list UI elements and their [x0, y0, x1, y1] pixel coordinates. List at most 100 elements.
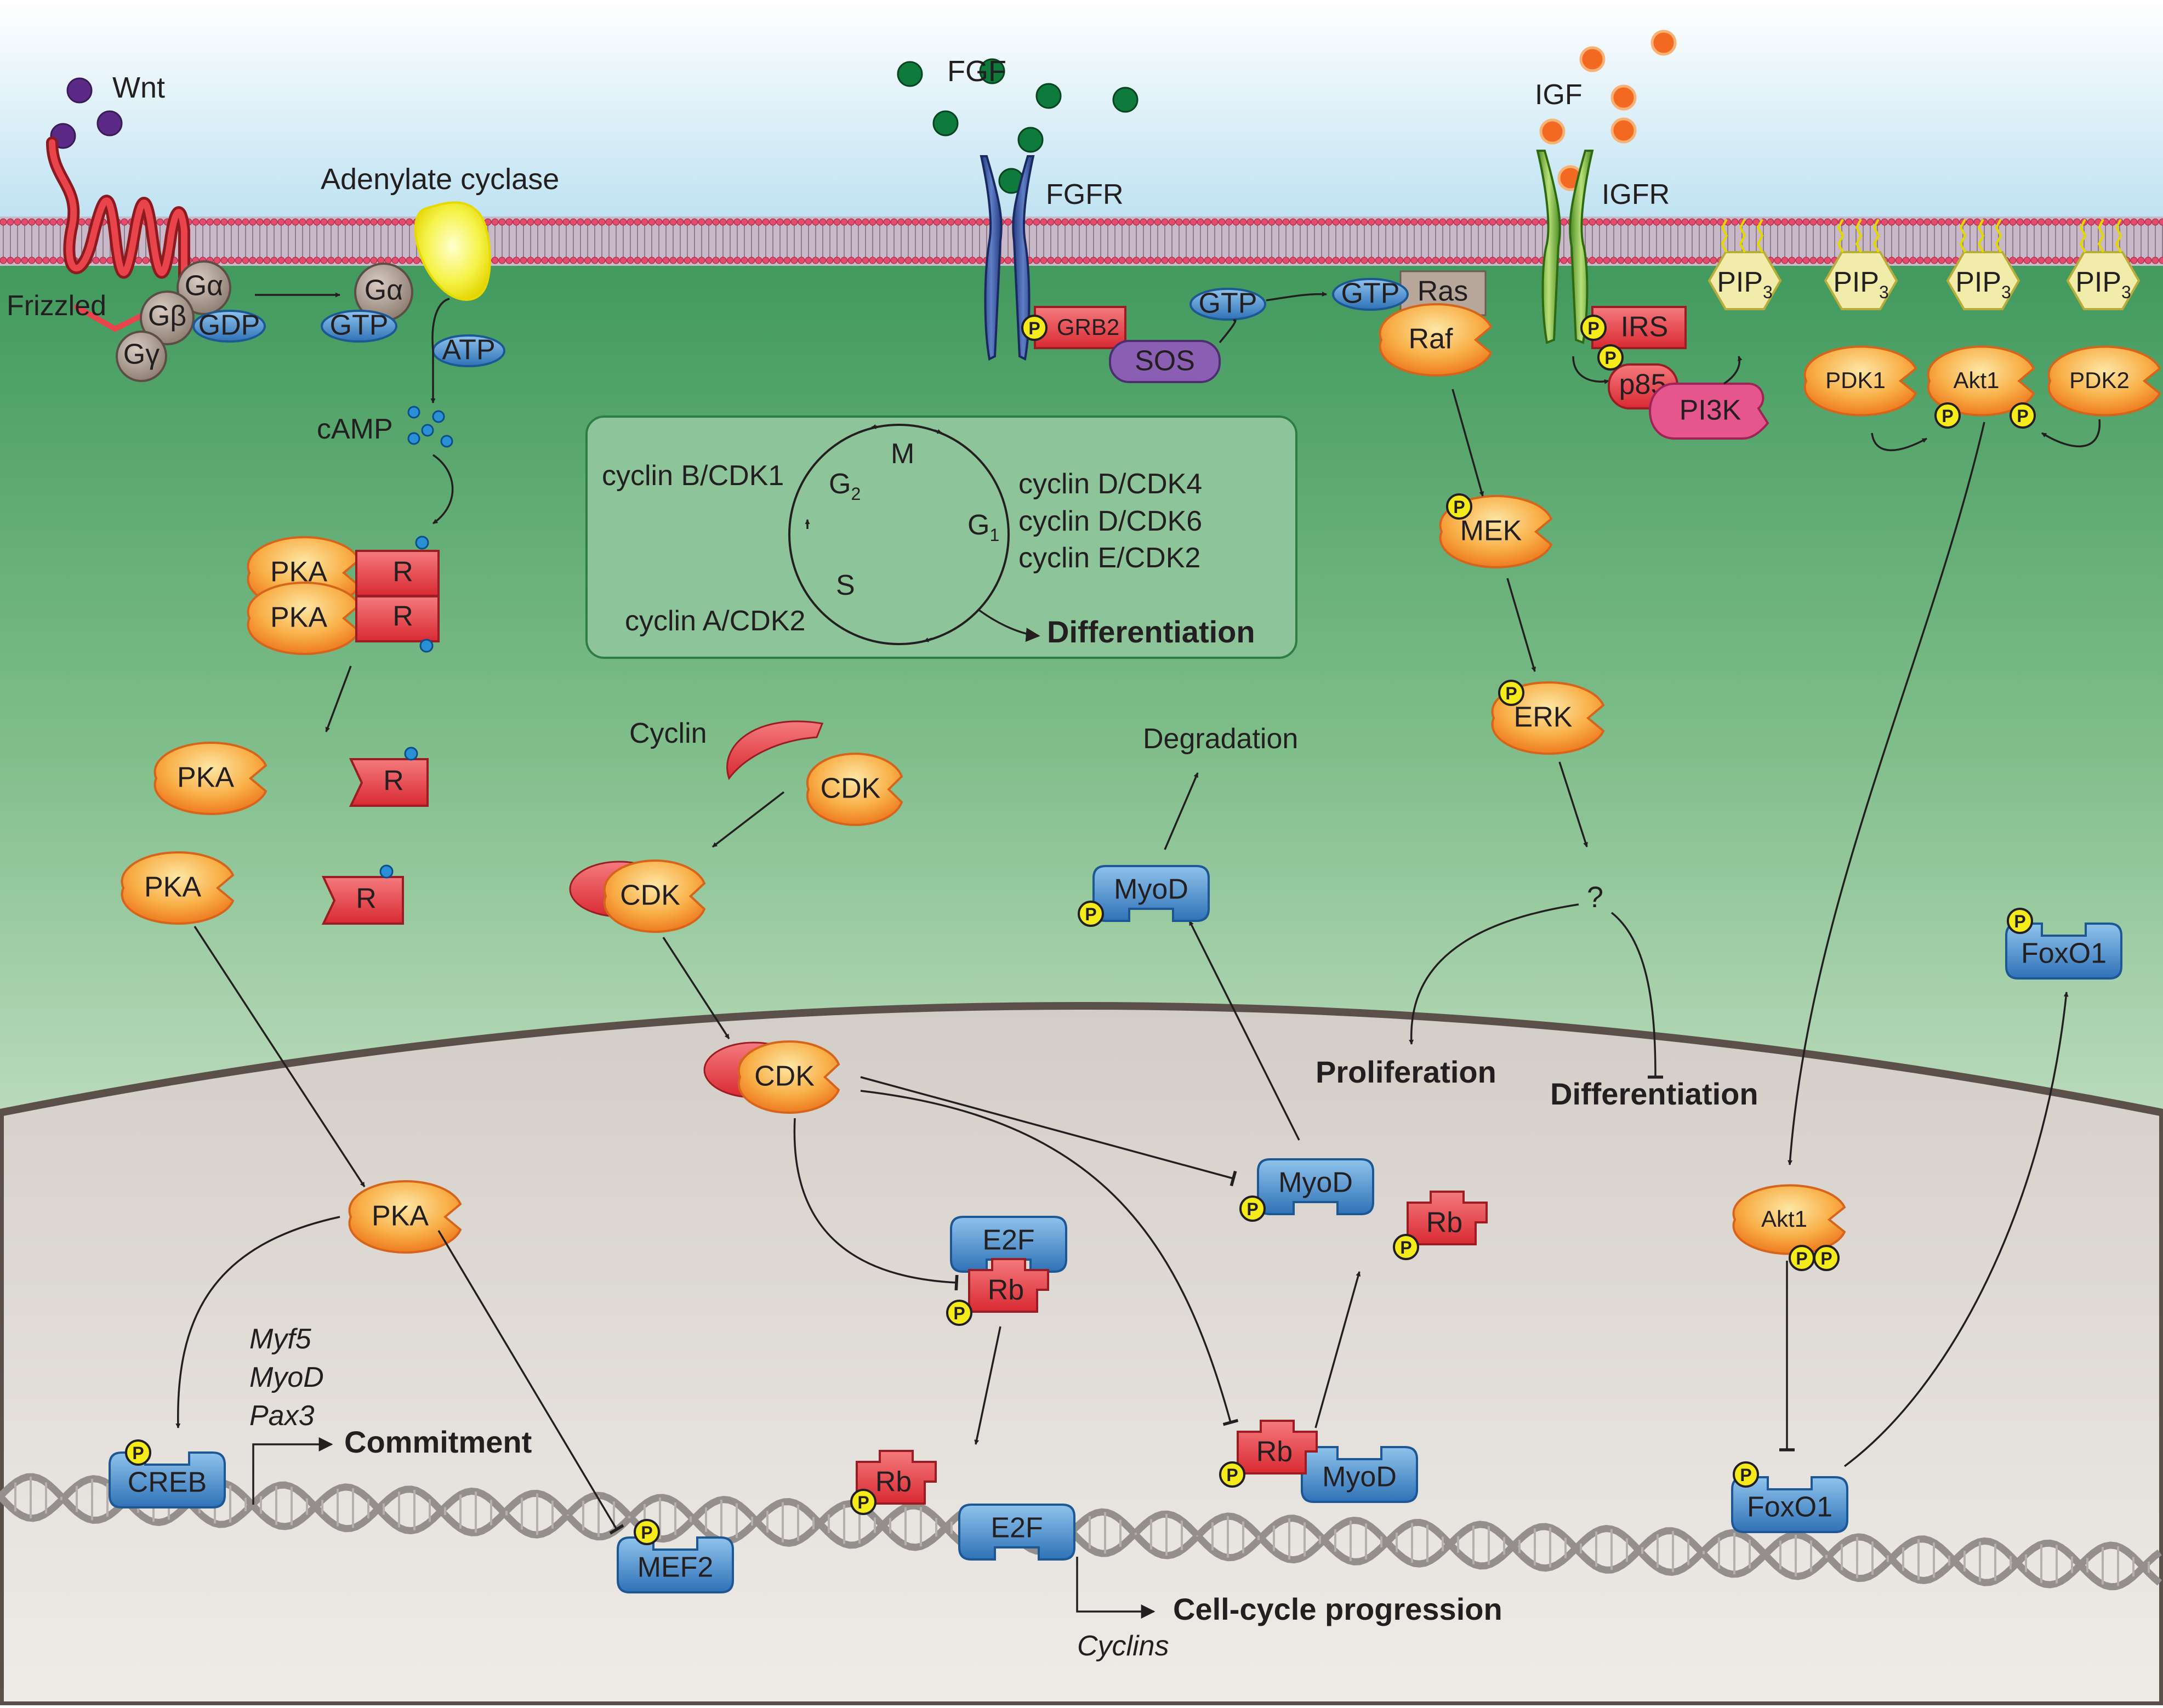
phosphate-marker-2: P [1446, 493, 1472, 520]
pka-kinase-2-label: PKA [270, 602, 327, 634]
phosphate-label: P [2014, 912, 2025, 931]
cyclin-b-cdk1-label: cyclin B/CDK1 [602, 460, 784, 492]
cyclin-label: Cyclin [629, 718, 707, 749]
sos-protein: SOS [1109, 340, 1221, 383]
mef2: MEF2 [617, 1536, 734, 1593]
r-subunit-label-2: R [392, 601, 413, 633]
arrow-camp-to-pka [432, 454, 454, 525]
cell-cycle-box: M G2 G1 S cyclin B/CDK1 cyclin D/CDK4 cy… [585, 415, 1297, 659]
rb-free-upper-label: Rb [1426, 1207, 1462, 1239]
phosphate-marker-13: P [634, 1519, 660, 1545]
creb-label: CREB [128, 1467, 207, 1499]
pka-kinase-nuclear-label: PKA [372, 1200, 429, 1232]
phosphate-marker-18: P [1393, 1234, 1419, 1260]
foxo1-nuclear-label: FoxO1 [1747, 1491, 1832, 1523]
akt1-nuclear-kinase-label: Akt1 [1761, 1206, 1807, 1232]
gene-cyclins-label: Cyclins [1077, 1630, 1169, 1662]
e2f-rb-complex-e2f: E2F [950, 1216, 1067, 1273]
phosphate-marker-4: P [1580, 315, 1607, 341]
extracellular-space [0, 0, 2163, 219]
pka-kinase-free-2-label: PKA [144, 872, 201, 903]
phase-g1-label: G1 [967, 509, 999, 545]
degradation-label: Degradation [1143, 723, 1298, 755]
g-beta-label: Gβ [148, 300, 186, 332]
myod-nuclear: MyoD [1301, 1446, 1418, 1503]
phosphate-label: P [1453, 497, 1465, 517]
phosphate-label: P [1604, 348, 1616, 368]
cyclin-cdk-complex-2-cdk-label: CDK [754, 1061, 815, 1092]
akt1-kinase-label: Akt1 [1953, 367, 1999, 393]
e2f-nuclear: E2F [958, 1504, 1075, 1561]
phosphate-label: P [1246, 1199, 1258, 1219]
e2f-rb-complex-e2f-label: E2F [982, 1225, 1034, 1256]
pip3-hexagon-2: PIP3 [1824, 219, 1898, 310]
g-beta-subunit [140, 291, 195, 345]
connector-sos-gtp [1219, 319, 1237, 344]
fgfr-label: FGFR [1046, 179, 1124, 210]
phosphate-label: P [1796, 1249, 1807, 1268]
phosphate-marker-12: P [125, 1439, 151, 1466]
pip3-label-2: PIP3 [1833, 266, 1889, 302]
pdk1-kinase: PDK1 [1803, 345, 1917, 417]
commitment-label: Commitment [344, 1425, 532, 1459]
rb-bound-myod: Rb [1237, 1420, 1318, 1474]
phosphate-marker-17: P [850, 1489, 876, 1515]
phosphate-label: P [1505, 684, 1517, 703]
gene-myf5-label: Myf5 [249, 1323, 312, 1355]
frizzled-label: Frizzled [7, 290, 106, 322]
pdk2-kinase: PDK2 [2047, 345, 2161, 417]
ras-label: Ras [1418, 276, 1468, 308]
foxo1-cytoplasm: FoxO1 [2005, 923, 2122, 980]
pi3k-protein: PI3K [1648, 383, 1769, 440]
cyclin-cdk-complex-1-cdk-label: CDK [620, 880, 680, 912]
phosphate-marker-10: P [2007, 908, 2033, 934]
wnt-ligands: Wnt [50, 71, 165, 149]
pathway-arrows [175, 389, 2101, 1619]
phosphate-label: P [641, 1523, 652, 1542]
phosphate-marker-5: P [1597, 344, 1624, 371]
rb-free-lower: Rb [856, 1450, 937, 1505]
pka-kinase-free-2: PKA [121, 851, 235, 925]
camp-cluster: cAMP [317, 406, 453, 448]
myod-cytoplasm: MyoD [1092, 865, 1210, 922]
fgf-ligands: FGF [897, 55, 1139, 194]
activated-g-alpha: Gα GTP [321, 263, 413, 343]
phase-g2-label: G2 [829, 468, 861, 504]
phase-m-label: M [891, 438, 914, 470]
phosphate-marker-7: P [2010, 402, 2036, 429]
arrow-pi3k-to-pip3 [1723, 356, 1743, 385]
foxo1-nuclear: FoxO1 [1731, 1476, 1848, 1533]
fgfr-receptor: FGFR [980, 155, 1124, 361]
phosphate-label: P [953, 1303, 965, 1323]
creb: CREB [109, 1451, 226, 1508]
erk-kinase-label: ERK [1514, 702, 1573, 733]
cdk-free-label: CDK [821, 773, 881, 805]
akt1-kinase: Akt1 [1927, 345, 2035, 417]
g-gamma-label: Gγ [123, 339, 160, 371]
cdk-free: CDK [806, 753, 903, 826]
phosphate-marker-6: P [1934, 402, 1961, 429]
phosphate-marker-11: P [1733, 1461, 1759, 1488]
cyclin-e-cdk2-label: cyclin E/CDK2 [1018, 542, 1200, 574]
raf-kinase-label: Raf [1409, 323, 1453, 355]
grb2-protein: GRB2 [1034, 306, 1126, 349]
phosphate-marker-1: P [1021, 315, 1048, 341]
rb-free-lower-label: Rb [875, 1466, 912, 1498]
pip3-hexagon-3: PIP3 [1946, 219, 2020, 310]
pip3-label-4: PIP3 [2075, 266, 2131, 302]
phosphate-label: P [1085, 904, 1096, 924]
pdk1-kinase-label: PDK1 [1825, 367, 1886, 393]
myod-nuclear-label: MyoD [1322, 1461, 1397, 1493]
foxo1-cytoplasm-label: FoxO1 [2021, 938, 2107, 970]
phase-s-label: S [836, 570, 855, 601]
phosphate-label: P [2017, 406, 2028, 426]
myod-cytoplasm-label: MyoD [1114, 874, 1188, 906]
r-free-label-2: R [356, 883, 377, 915]
wnt-label: Wnt [112, 71, 165, 104]
pka-kinase-nuclear: PKA [348, 1180, 462, 1254]
pka-kinase-free-1-label: PKA [177, 762, 234, 794]
